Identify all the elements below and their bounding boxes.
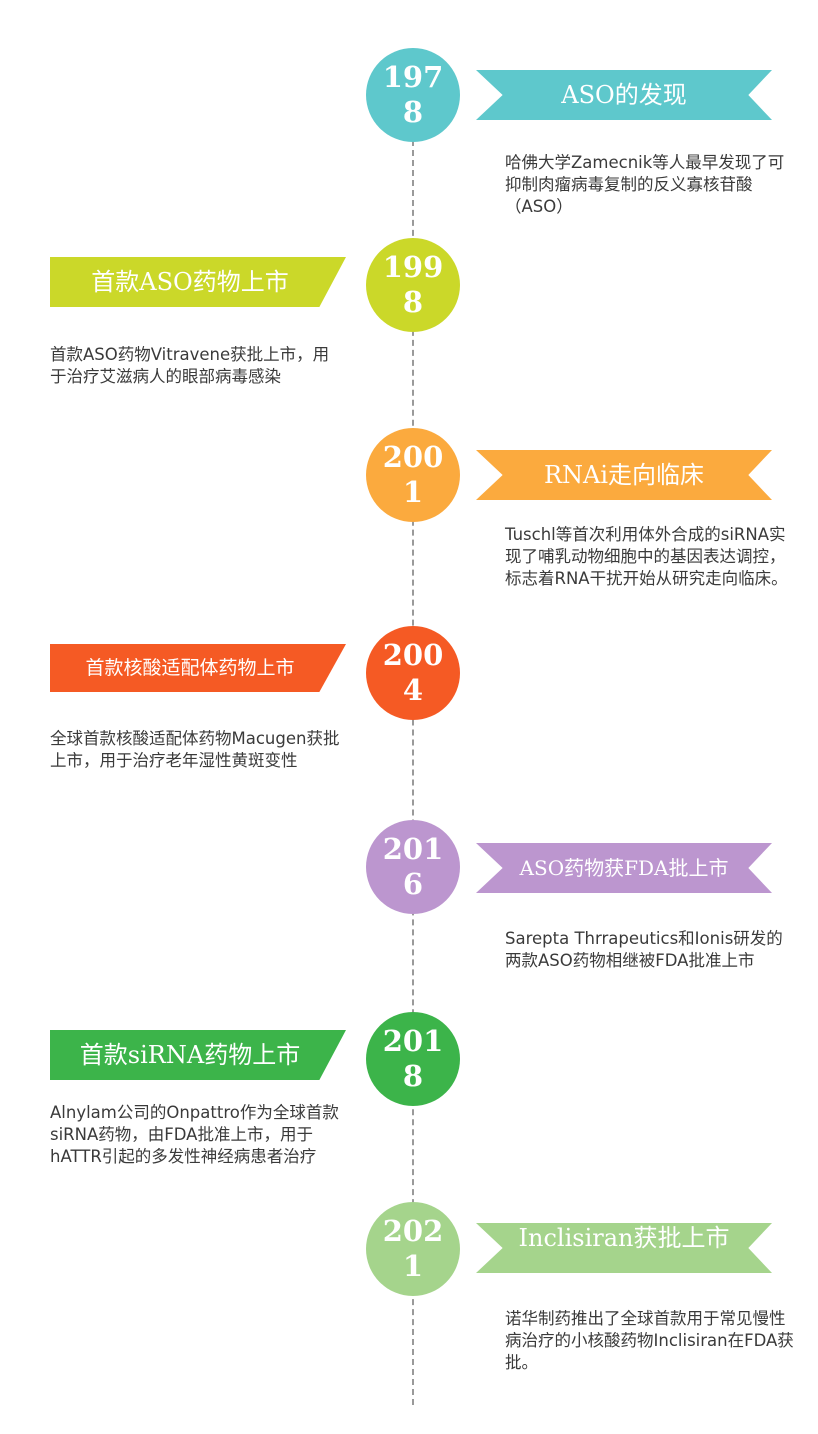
event-description-1998: 首款ASO药物Vitravene获批上市，用于治疗艾滋病人的眼部病毒感染 — [50, 345, 330, 386]
year-circle-1998: 1998 — [366, 238, 460, 332]
event-title-ribbon-2021: Inclisiran获批上市 — [476, 1223, 772, 1273]
event-description-1978: 哈佛大学Zamecnik等人最早发现了可抑制肉瘤病毒复制的反义寡核苷酸（ASO） — [505, 153, 785, 216]
event-title-ribbon-2004: 首款核酸适配体药物上市 — [50, 644, 346, 692]
year-circle-2016: 2016 — [366, 820, 460, 914]
event-description-2018: Alnylam公司的Onpattro作为全球首款siRNA药物，由FDA批准上市… — [50, 1103, 339, 1166]
year-circle-2001: 2001 — [366, 428, 460, 522]
year-circle-2018: 2018 — [366, 1012, 460, 1106]
timeline-line — [412, 120, 414, 1405]
year-circle-2004: 2004 — [366, 626, 460, 720]
event-description-2004: 全球首款核酸适配体药物Macugen获批上市，用于治疗老年湿性黄斑变性 — [50, 729, 340, 770]
event-title-ribbon-2018: 首款siRNA药物上市 — [50, 1030, 346, 1080]
event-description-2001: Tuschl等首次利用体外合成的siRNA实现了哺乳动物细胞中的基因表达调控，标… — [505, 525, 788, 588]
event-description-2021: 诺华制药推出了全球首款用于常见慢性病治疗的小核酸药物Inclisiran在FDA… — [505, 1309, 794, 1372]
event-title-ribbon-2016: ASO药物获FDA批上市 — [476, 843, 772, 893]
event-title-ribbon-1978: ASO的发现 — [476, 70, 772, 120]
year-circle-2021: 2021 — [366, 1202, 460, 1296]
year-circle-1978: 1978 — [366, 48, 460, 142]
event-title-ribbon-2001: RNAi走向临床 — [476, 450, 772, 500]
event-description-2016: Sarepta Thrrapeutics和Ionis研发的两款ASO药物相继被F… — [505, 929, 783, 970]
event-title-ribbon-1998: 首款ASO药物上市 — [50, 257, 346, 307]
